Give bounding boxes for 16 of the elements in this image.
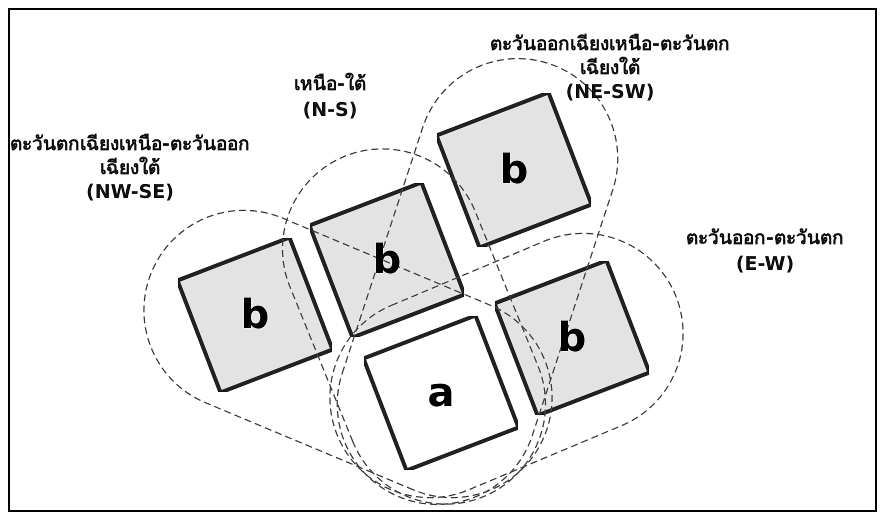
square-tile [495,261,649,415]
direction-label: ตะวันตกเฉียงเหนือ-ตะวันออกเฉียงใต้ [10,132,250,180]
square-tile [310,183,464,337]
direction-label: (N-S) [302,98,358,122]
tile-letter: a [426,373,456,413]
direction-label: (NE-SW) [564,80,656,104]
square-tile [364,316,518,470]
direction-label: เหนือ-ใต้ [293,72,367,96]
direction-label: ตะวันออก-ตะวันตก [685,226,845,250]
direction-label: (NW-SE) [85,180,175,204]
tile-letter: b [240,295,270,335]
direction-label: ตะวันออกเฉียงเหนือ-ตะวันตกเฉียงใต้ [490,32,730,80]
square-tile [178,238,332,392]
direction-label: (E-W) [734,252,796,276]
tile-letter: b [498,150,530,190]
tile-letter: b [556,318,588,358]
